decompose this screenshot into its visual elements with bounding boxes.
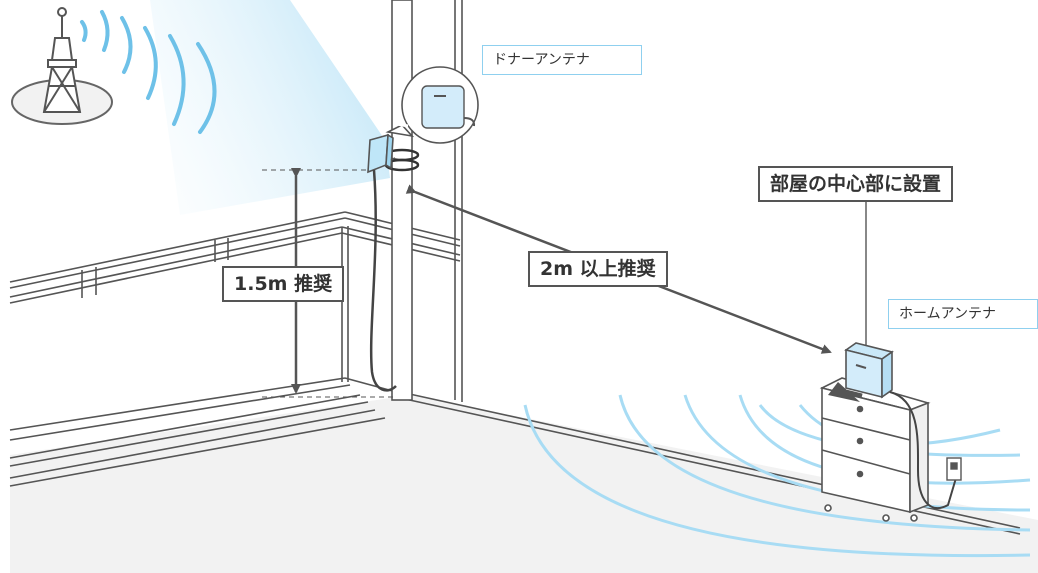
home-antenna-device-icon [844, 342, 894, 399]
distance-label: 2m 以上推奨 [528, 251, 668, 287]
wall-frame [454, 0, 463, 402]
center-placement-label: 部屋の中心部に設置 [758, 166, 954, 202]
height-label: 1.5m 推奨 [222, 266, 345, 302]
balcony-floor [9, 377, 1021, 535]
donor-antenna-device-icon [367, 133, 396, 174]
donor-antenna-label: ドナーアンテナ [482, 45, 642, 75]
broadcast-tower-icon [11, 7, 113, 125]
home-cable [889, 391, 957, 510]
home-antenna-label: ホームアンテナ [888, 299, 1038, 329]
direction-arrow-icon [828, 382, 860, 402]
pole [391, 0, 413, 401]
donor-antenna-callout [385, 66, 479, 144]
cable [369, 169, 397, 392]
height-reference-lines [262, 169, 395, 398]
signal-beam [150, 0, 390, 215]
wall-outlet-icon [946, 457, 962, 481]
broadcast-signal-waves [80, 10, 217, 134]
